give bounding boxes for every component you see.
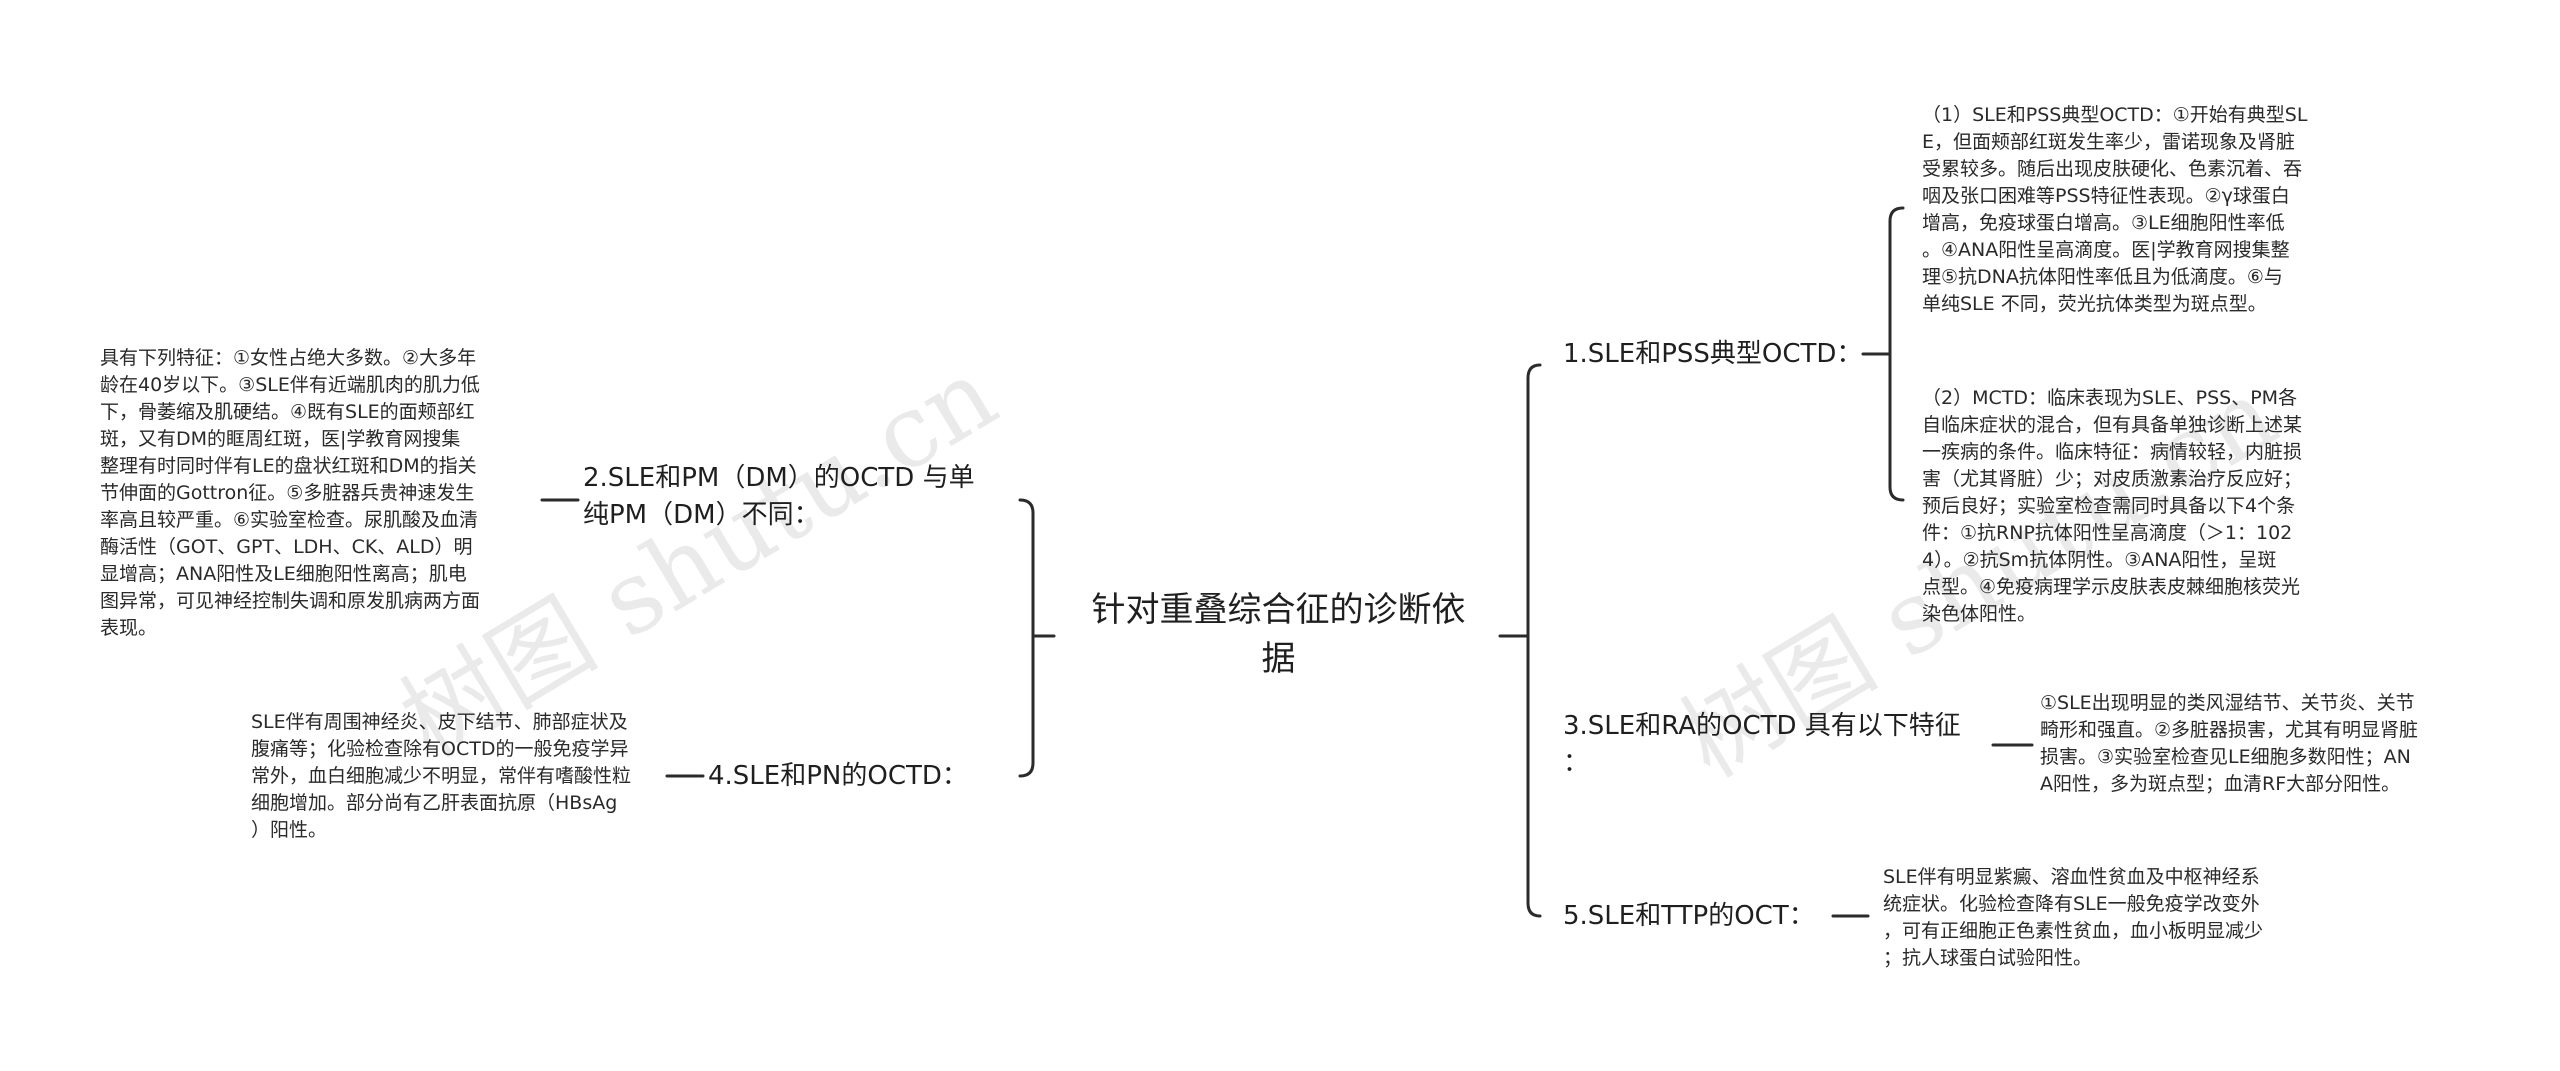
branch-1-topic[interactable]: 1.SLE和PSS典型OCTD： xyxy=(1563,339,1863,369)
right-bracket xyxy=(1526,363,1542,918)
branch-2-topic[interactable]: 2.SLE和PM（DM）的OCTD 与单 纯PM（DM）不同： xyxy=(583,463,975,530)
branch-2-detail[interactable]: 具有下列特征：①女性占绝大多数。②大多年 龄在40岁以下。③SLE伴有近端肌肉的… xyxy=(100,347,481,639)
branch-3-detail[interactable]: ①SLE出现明显的类风湿结节、关节炎、关节 畸形和强直。②多脏器损害，尤其有明显… xyxy=(2040,692,2419,795)
branch-5-topic[interactable]: 5.SLE和TTP的OCT： xyxy=(1563,901,1815,931)
branch-4-topic[interactable]: 4.SLE和PN的OCTD： xyxy=(708,761,968,791)
branch-4-detail[interactable]: SLE伴有周围神经炎、皮下结节、肺部症状及 腹痛等；化验检查除有OCTD的一般免… xyxy=(251,711,632,841)
branch-1-detail-1[interactable]: （1）SLE和PSS典型OCTD：①开始有典型SL E，但面颊部红斑发生率少，雷… xyxy=(1922,104,2308,315)
left-bracket xyxy=(1018,498,1035,778)
branch-3-topic[interactable]: 3.SLE和RA的OCTD 具有以下特征 ： xyxy=(1563,711,1961,778)
root-topic[interactable]: 针对重叠综合征的诊断依 据 xyxy=(1091,590,1466,679)
branch-5-detail[interactable]: SLE伴有明显紫癜、溶血性贫血及中枢神经系 统症状。化验检查降有SLE一般免疫学… xyxy=(1883,866,2264,969)
branch-1-detail-2[interactable]: （2）MCTD：临床表现为SLE、PSS、PM各 自临床症状的混合，但有具备单独… xyxy=(1922,387,2303,625)
b1-leaf-bracket xyxy=(1888,206,1905,502)
